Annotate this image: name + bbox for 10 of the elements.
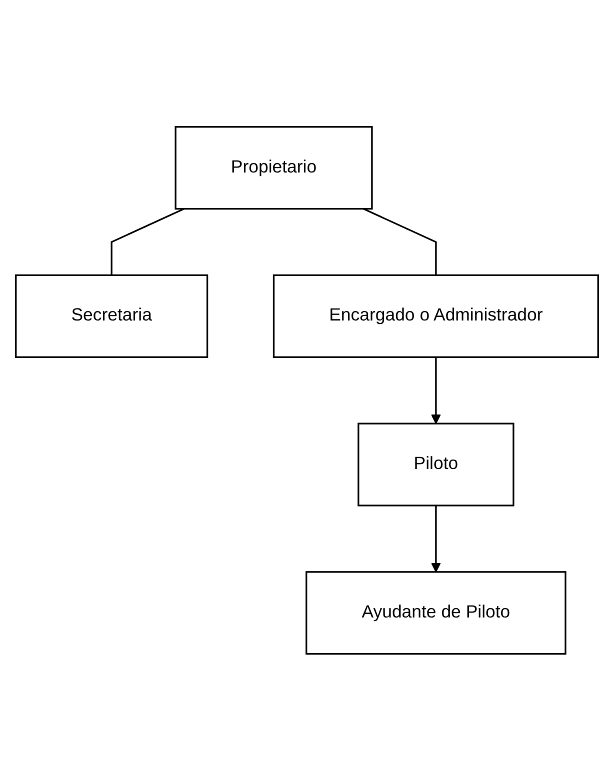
arrow (430, 356, 440, 424)
node-box (272, 274, 598, 358)
node-box (305, 570, 566, 654)
connector (362, 208, 436, 275)
node-box (174, 126, 372, 210)
node-box (14, 274, 208, 358)
node-box (357, 422, 514, 506)
arrow (430, 505, 440, 572)
org-chart: Propietario Secretaria Encargado o Administrador Piloto Ayudante de Piloto (6, 118, 606, 662)
connector (110, 208, 184, 275)
